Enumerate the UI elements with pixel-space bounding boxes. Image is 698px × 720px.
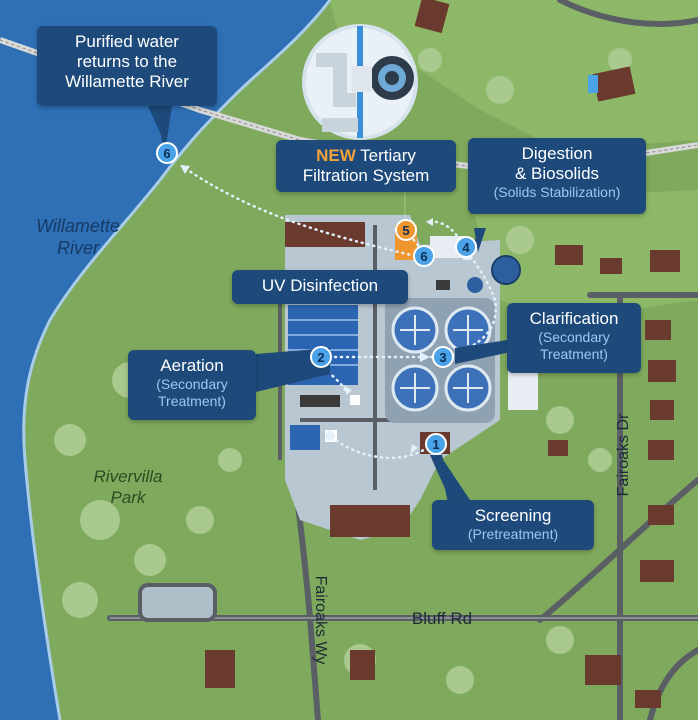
callout-purified-line1: Purified water [75,32,179,51]
digester-tank [491,255,521,285]
callout-aeration-sub1: (Secondary [156,376,228,392]
callout-tertiary-line1: Tertiary [360,146,416,165]
residential-building [205,0,680,708]
marker-6-river: 6 [156,142,178,164]
callout-uv-disinfection: UV Disinfection [232,270,408,304]
sample-station [350,395,360,405]
callout-aeration: Aeration (Secondary Treatment) [128,350,256,420]
land-patch [470,190,698,320]
callout-screening-line1: Screening [474,506,552,525]
park-label-line2: Park [111,488,147,507]
callout-tertiary-line2: Filtration System [302,166,430,185]
bluff-rd-label: Bluff Rd [412,609,472,628]
headworks-channel [290,425,320,450]
fairoaks-wy-label: Fairoaks Wy [312,576,329,665]
clarifier-tanks [391,306,492,412]
uv-building [430,236,464,258]
callout-purified-line3: Willamette River [65,72,189,91]
marker-5: 5 [395,219,417,241]
marker-1-label: 1 [432,437,439,452]
marker-6-uv: 6 [413,245,435,267]
parking-lot [138,583,217,622]
river-label-line1: Willamette [36,216,120,236]
marker-6-river-label: 6 [163,146,170,161]
callout-screening: Screening (Pretreatment) [432,500,594,550]
callout-digestion-line1: Digestion [521,144,593,163]
biosolids-building [508,370,538,410]
willamette-river [0,0,330,720]
callout-digestion-sub: (Solids Stabilization) [493,184,621,200]
callout-screening-sub: (Pretreatment) [467,526,559,542]
marker-3-label: 3 [439,350,446,365]
callout-digestion: Digestion & Biosolids (Solids Stabilizat… [468,138,646,214]
tertiary-filter-inset [302,24,418,140]
new-badge: NEW [316,146,356,165]
pool [588,75,598,93]
callout-clarification: Clarification (Secondary Treatment) [507,303,641,373]
callout-purified-water: Purified water returns to the Willamette… [37,26,217,106]
callout-digestion-line2: & Biosolids [514,164,600,183]
callout-purified-line2: returns to the [76,52,178,71]
marker-6-uv-label: 6 [420,249,427,264]
marker-3: 3 [432,346,454,368]
marker-4-label: 4 [462,240,470,255]
callout-aeration-line1: Aeration [160,356,224,375]
step-markers: 1 2 3 4 5 6 6 [156,142,477,455]
callout-clarification-sub1: (Secondary [538,329,610,345]
riverbank [22,0,332,720]
marker-5-label: 5 [402,223,409,238]
digester-tank [467,277,483,293]
marker-1: 1 [425,433,447,455]
blower-building [300,395,340,407]
park-label-line1: Rivervilla [94,467,163,486]
marker-2: 2 [310,346,332,368]
fairoaks-dr-label: Fairoaks Dr [615,413,632,496]
callout-aeration-sub2: Treatment) [158,393,226,409]
callout-uv-line1: UV Disinfection [261,276,379,295]
land-patch [330,0,698,150]
marker-2-label: 2 [317,350,324,365]
callout-clarification-line1: Clarification [529,309,619,328]
callout-clarification-sub2: Treatment) [540,346,608,362]
equipment-pad [436,280,450,290]
marker-4: 4 [455,236,477,258]
callout-tertiary-filtration: NEW Tertiary Filtration System [276,140,456,192]
place-labels: Willamette River Rivervilla Park Bluff R… [36,216,632,664]
river-label-line2: River [57,238,100,258]
